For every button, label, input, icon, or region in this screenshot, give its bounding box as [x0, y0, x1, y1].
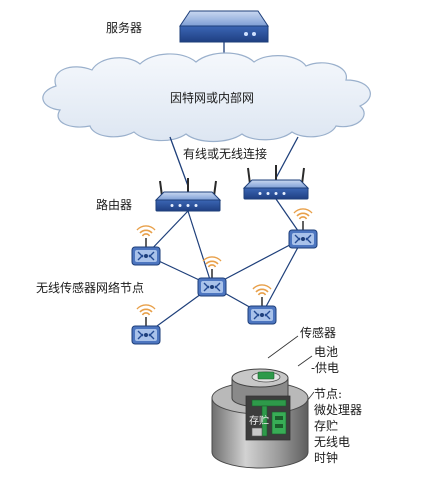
router-label: 路由器: [96, 197, 132, 212]
cloud-link-left: [169, 136, 189, 187]
internet-cloud: [42, 52, 371, 143]
callout-inner-label: 存贮: [249, 414, 269, 427]
callout-clock: 时钟: [314, 450, 338, 465]
callout-radio: 无线电: [314, 435, 350, 449]
callout-storage: 存贮: [314, 418, 338, 433]
cloud-link-right: [275, 136, 299, 179]
callout-power: -供电: [311, 361, 339, 375]
node-cutaway-illustration: [211, 368, 309, 469]
mesh-links: [145, 198, 304, 335]
callout-sensor: 传感器: [300, 325, 336, 340]
server-icon: [179, 10, 269, 43]
internet-label: 因特网或内部网: [170, 90, 254, 105]
sensor-node-icon: [247, 284, 277, 325]
sensor-node-icon: [288, 208, 318, 249]
connection-label: 有线或无线连接: [183, 146, 267, 161]
sensor-nodes-label: 无线传感器网络节点: [36, 280, 144, 295]
sensor-node-icon: [197, 256, 227, 297]
callout-node-title: 节点:: [314, 387, 342, 401]
server-label: 服务器: [106, 20, 142, 35]
sensor-node-icon: [131, 304, 161, 345]
router-left-icon: [154, 178, 222, 212]
router-right-icon: [242, 165, 310, 200]
callout-battery: 电池: [314, 345, 338, 359]
callout-microprocessor: 微处理器: [314, 403, 362, 417]
